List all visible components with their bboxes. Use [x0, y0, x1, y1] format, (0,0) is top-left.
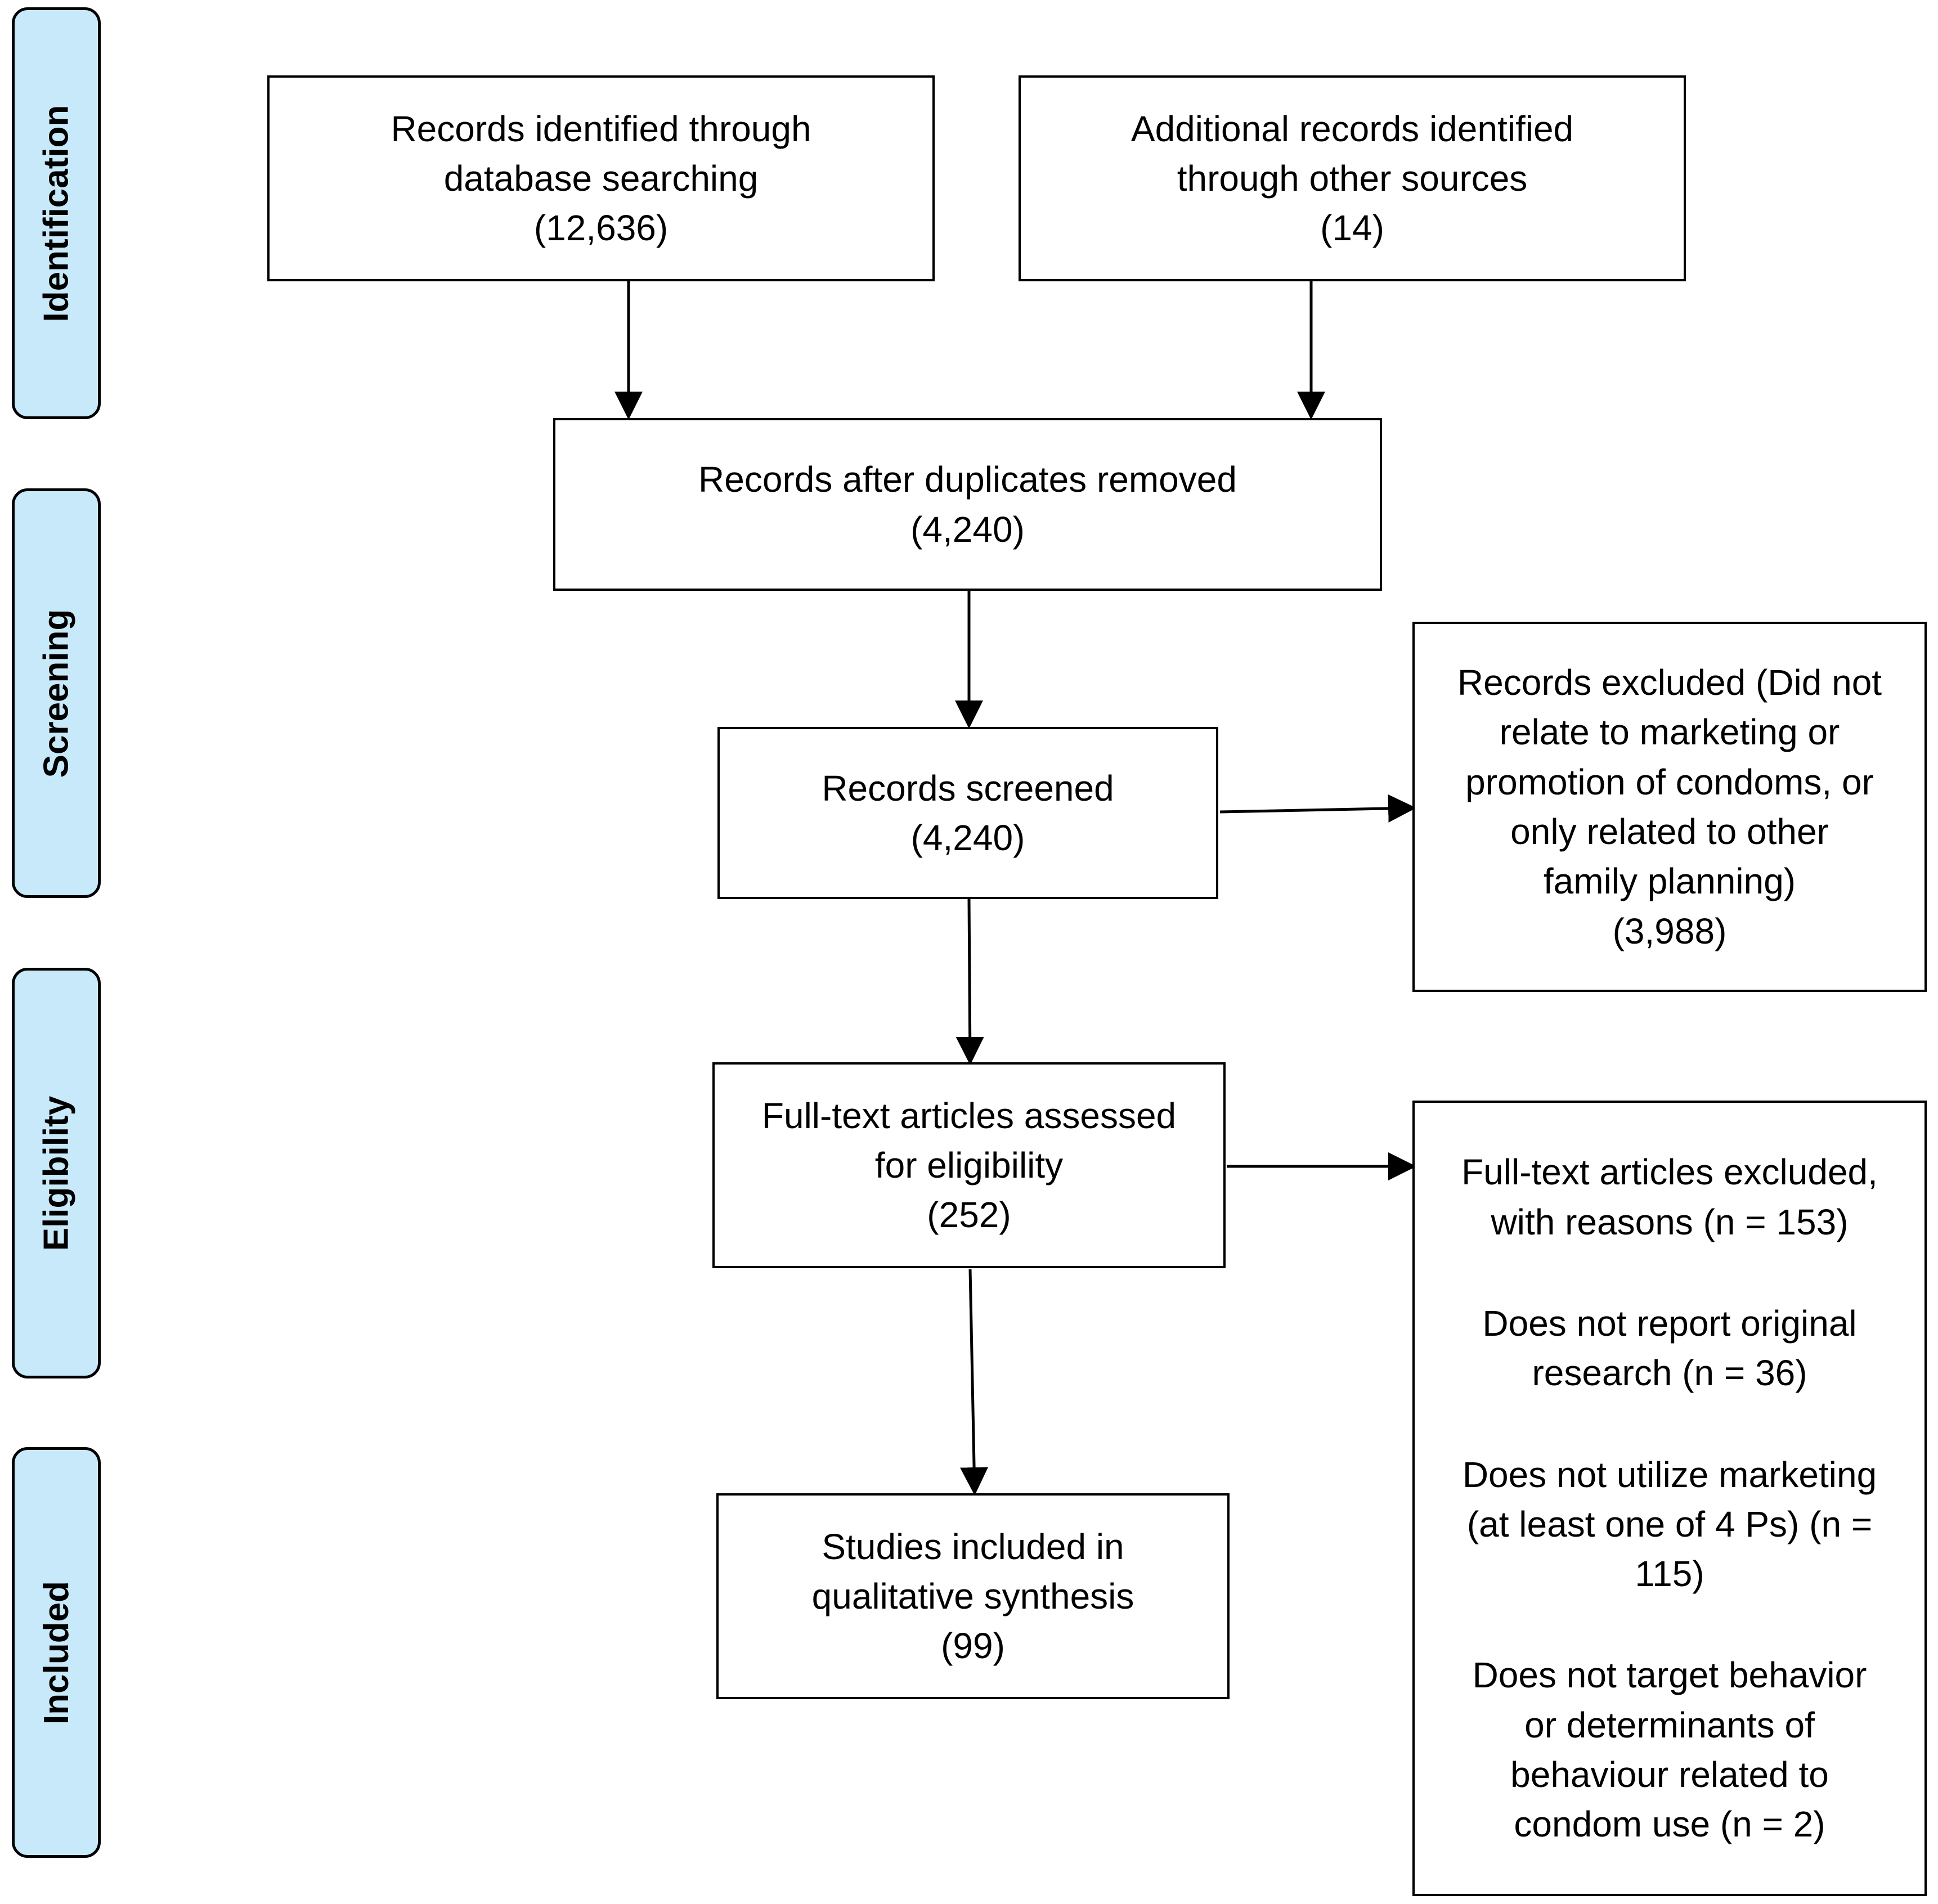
- box-text-line: Studies included in: [822, 1526, 1124, 1567]
- arrow-screened-to-excluded: [1219, 794, 1416, 823]
- arrow-fulltext-to-included: [960, 1269, 989, 1496]
- other-sources-box: Additional records identified through ot…: [1019, 75, 1686, 281]
- stage-label: Included: [37, 1580, 76, 1725]
- box-text-line: only related to other: [1510, 811, 1829, 852]
- box-text-line: Records identified through: [391, 108, 811, 149]
- records-screened-box: Records screened (4,240): [717, 727, 1218, 899]
- box-text-line: behaviour related to: [1510, 1754, 1829, 1795]
- records-excluded-box: Records excluded (Did not relate to mark…: [1412, 622, 1927, 992]
- box-count: (4,240): [910, 818, 1025, 858]
- stage-screening: Screening: [12, 488, 101, 898]
- exclusion-reason-total: Full-text articles excluded, with reason…: [1461, 1147, 1878, 1247]
- box-count: (4,240): [910, 509, 1025, 550]
- stage-label: Identification: [37, 105, 76, 322]
- box-count: (3,988): [1612, 910, 1727, 951]
- studies-included-box: Studies included in qualitative synthesi…: [716, 1493, 1230, 1699]
- box-text-line: condom use (n = 2): [1514, 1804, 1825, 1845]
- box-text-line: Additional records identified: [1130, 108, 1574, 149]
- database-records-box: Records identified through database sear…: [267, 75, 935, 281]
- box-text-line: Full-text articles assessed: [761, 1095, 1177, 1136]
- stage-label: Eligibility: [37, 1095, 76, 1251]
- box-text-line: family planning): [1543, 861, 1796, 902]
- box-text-line: through other sources: [1177, 158, 1528, 199]
- exclusion-reason-original-research: Does not report original research (n = 3…: [1482, 1299, 1856, 1398]
- stage-label: Screening: [37, 609, 76, 778]
- box-text-line: Records excluded (Did not: [1457, 662, 1882, 703]
- box-text-line: (at least one of 4 Ps) (n =: [1466, 1503, 1873, 1544]
- box-count: (14): [1320, 208, 1384, 249]
- box-text-line: or determinants of: [1524, 1704, 1815, 1745]
- box-text-line: Does not target behavior: [1472, 1655, 1867, 1696]
- box-text-line: Does not report original: [1482, 1303, 1857, 1344]
- box-text-line: with reasons (n = 153): [1491, 1201, 1849, 1242]
- box-text-line: Records screened: [822, 767, 1114, 809]
- box-count: (252): [927, 1195, 1011, 1236]
- box-text-line: Records after duplicates removed: [698, 459, 1237, 500]
- after-duplicates-box: Records after duplicates removed (4,240): [553, 418, 1382, 591]
- stage-included: Included: [12, 1447, 101, 1858]
- box-text-line: Full-text articles excluded,: [1461, 1152, 1878, 1193]
- box-text-line: promotion of condoms, or: [1465, 761, 1874, 802]
- box-count: (99): [941, 1625, 1005, 1667]
- arrow-screened-to-fulltext: [955, 899, 984, 1065]
- box-text-line: 115): [1635, 1553, 1704, 1595]
- box-count: (12,636): [533, 208, 669, 249]
- box-text-line: relate to marketing or: [1499, 712, 1840, 753]
- full-text-assessed-box: Full-text articles assessed for eligibil…: [712, 1062, 1226, 1268]
- stage-identification: Identification: [12, 7, 101, 419]
- exclusion-reason-marketing: Does not utilize marketing (at least one…: [1463, 1450, 1877, 1599]
- box-text-line: Does not utilize marketing: [1462, 1454, 1877, 1495]
- stage-eligibility: Eligibility: [12, 968, 101, 1378]
- full-text-excluded-box: Full-text articles excluded, with reason…: [1412, 1101, 1927, 1896]
- exclusion-reason-behavior: Does not target behavior or determinants…: [1473, 1650, 1867, 1849]
- box-text-line: qualitative synthesis: [811, 1575, 1134, 1616]
- box-text-line: for eligibility: [874, 1144, 1064, 1185]
- box-text-line: research (n = 36): [1532, 1353, 1807, 1394]
- box-text-line: database searching: [443, 158, 759, 199]
